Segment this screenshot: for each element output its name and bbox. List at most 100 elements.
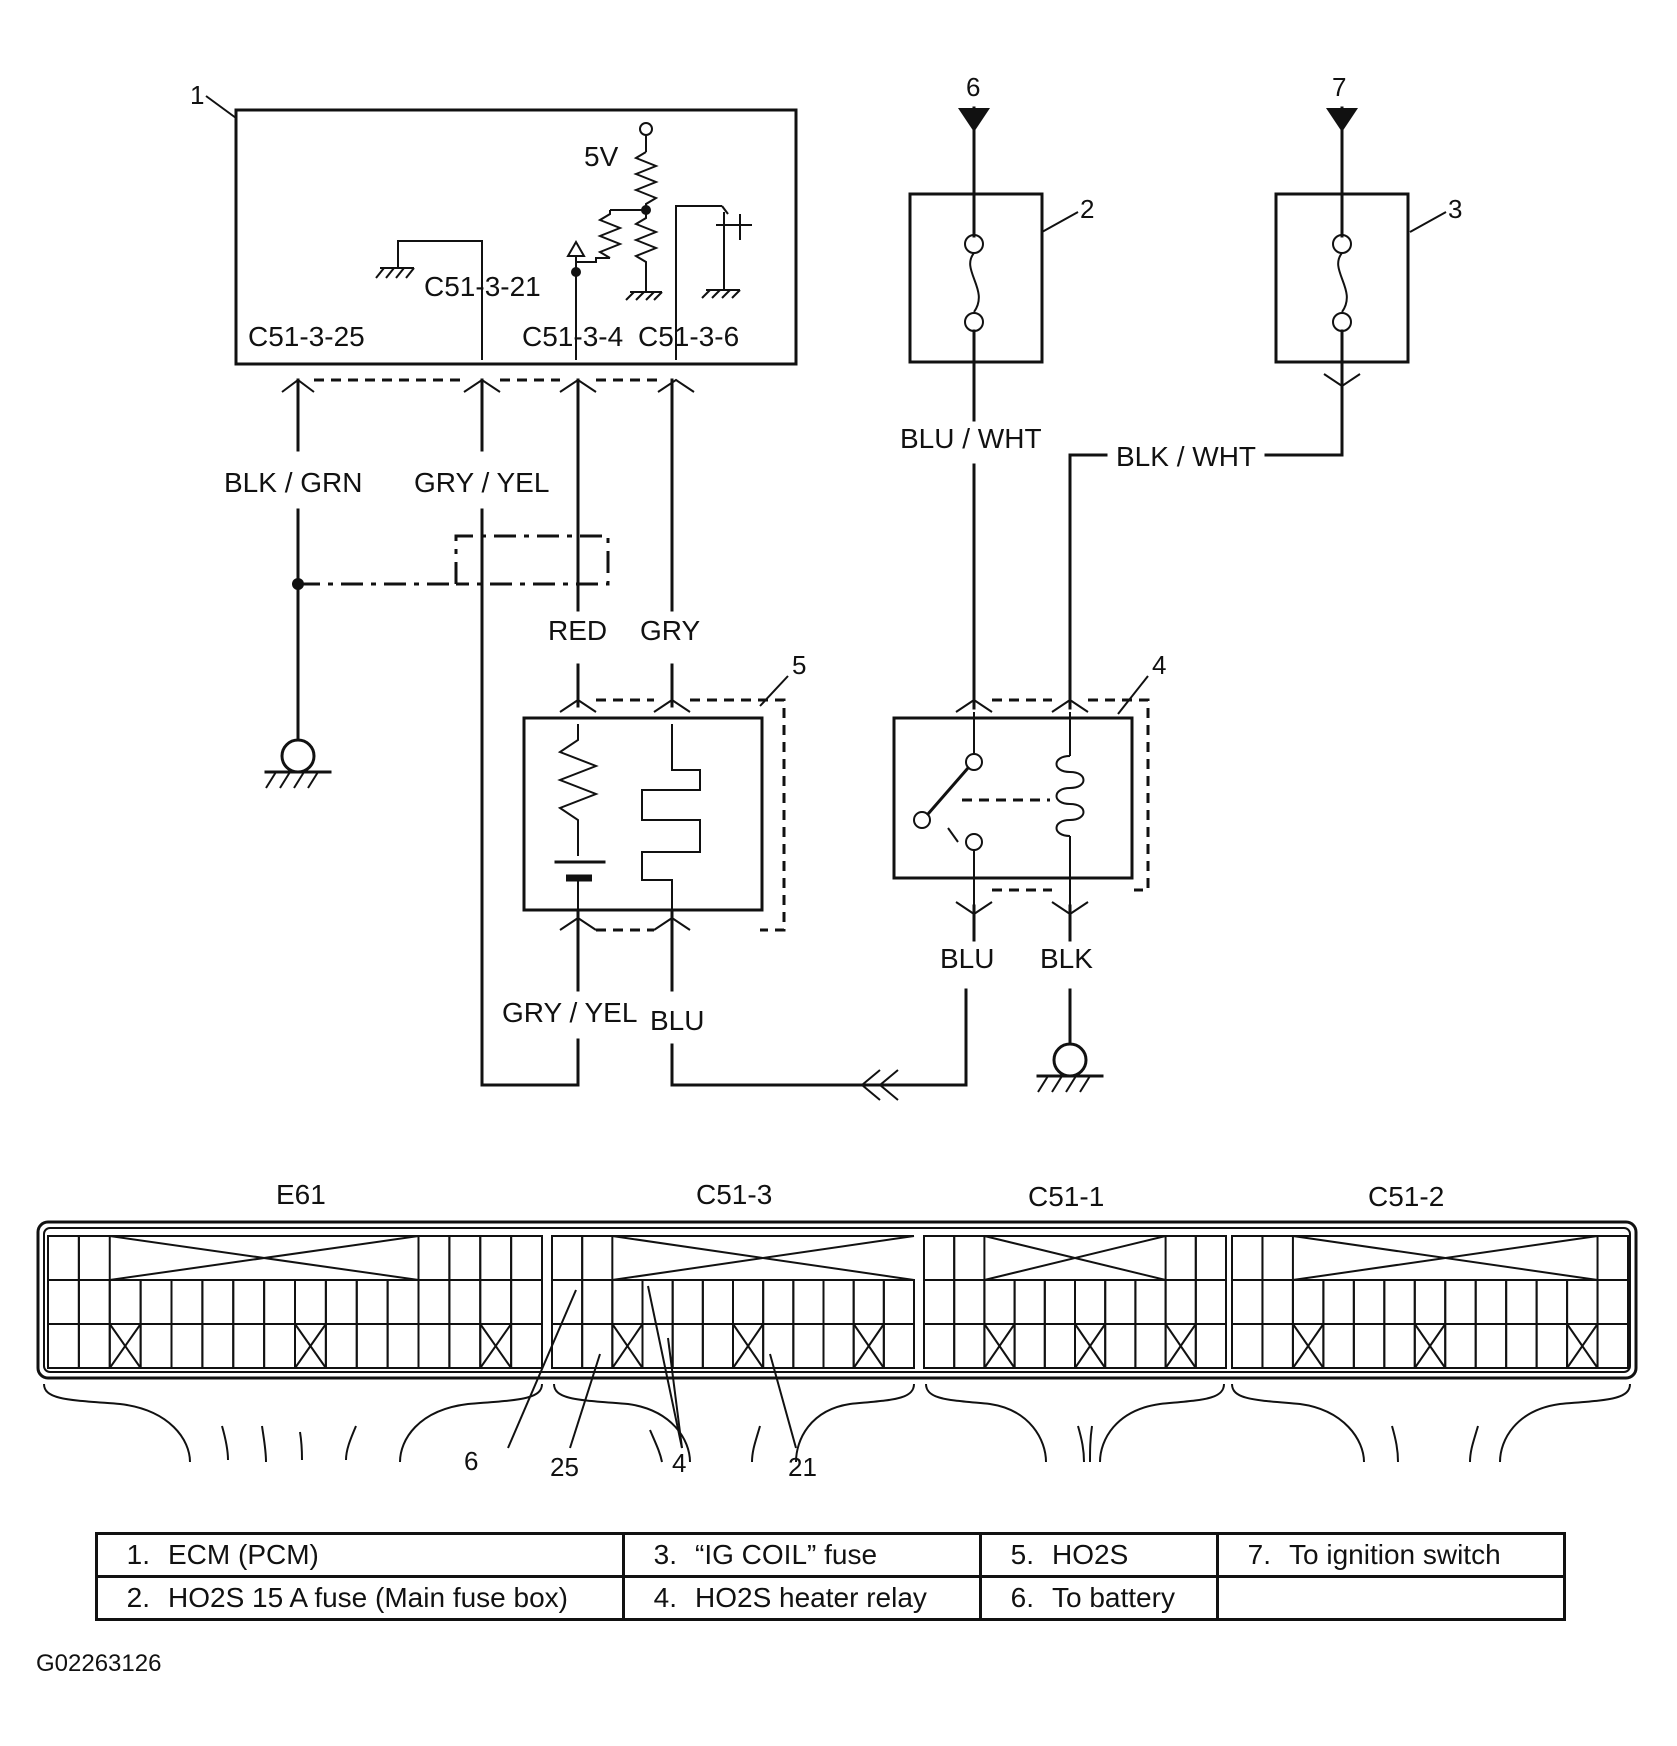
connector-cavity <box>417 1235 451 1281</box>
ecm-connector <box>281 378 695 393</box>
connector-cavity <box>232 1323 266 1369</box>
connector-cavity <box>581 1235 614 1281</box>
connector-cavity <box>1444 1323 1477 1369</box>
connector-cavity <box>1383 1323 1416 1369</box>
connector-cavity <box>324 1323 358 1369</box>
connector-cavity <box>479 1235 513 1281</box>
heater-relay: 4 BLU BLK <box>892 650 1166 1093</box>
connector-cavity <box>822 1279 855 1325</box>
legend-cell: 3.“IG COIL” fuse <box>622 1532 982 1578</box>
pin-callout-25: 25 <box>550 1452 579 1482</box>
connector-cavity <box>1194 1323 1228 1369</box>
connector-cavity <box>852 1279 885 1325</box>
connector-cavity <box>1566 1279 1599 1325</box>
legend-cell: 6.To battery <box>979 1575 1219 1621</box>
callout-3: 3 <box>1448 194 1462 224</box>
connector-cavity <box>510 1235 543 1281</box>
connector-cavity <box>953 1323 986 1369</box>
connector-cavity <box>1352 1323 1386 1369</box>
ecm-voltage-label: 5V <box>584 141 619 172</box>
wire-label-blk-wht: BLK / WHT <box>1116 441 1256 472</box>
ecm-terminal-label: C51-3-21 <box>424 271 541 302</box>
connector-cavity <box>581 1279 614 1325</box>
pin-callout-21: 21 <box>788 1452 817 1482</box>
connector-label-c51-1: C51-1 <box>1028 1181 1104 1212</box>
connector-cavity <box>232 1279 266 1325</box>
connector-cavity <box>1474 1323 1508 1369</box>
connector-cavity <box>1444 1279 1477 1325</box>
connector-cavity <box>701 1279 734 1325</box>
connector-cavity <box>1474 1279 1508 1325</box>
callout-2: 2 <box>1080 194 1094 224</box>
connector-cavity <box>1261 1279 1294 1325</box>
connector-cavity <box>77 1323 111 1369</box>
connector-cavity <box>294 1279 327 1325</box>
ecm-terminal-label: C51-3-25 <box>248 321 365 352</box>
legend-table: 1.ECM (PCM) 3.“IG COIL” fuse 5.HO2S 7.To… <box>95 1532 1566 1621</box>
connector-cavity <box>324 1279 358 1325</box>
connector-cavity <box>448 1323 482 1369</box>
connector-cavity <box>792 1323 825 1369</box>
connector-cavity <box>1291 1279 1325 1325</box>
connector-cavity <box>510 1279 543 1325</box>
connector-label-c51-3: C51-3 <box>696 1179 772 1210</box>
connector-cavity <box>953 1279 986 1325</box>
connector-cavity <box>170 1323 204 1369</box>
connector-cavity <box>47 1235 80 1281</box>
connector-cavity <box>1322 1279 1355 1325</box>
figure-id: G02263126 <box>36 1650 162 1677</box>
connector-cavity <box>417 1279 451 1325</box>
pin-callout-6: 6 <box>464 1446 478 1476</box>
connector-cavity <box>355 1279 389 1325</box>
legend-cell: 5.HO2S <box>979 1532 1219 1578</box>
connector-cavity <box>1596 1323 1629 1369</box>
connector-cavity <box>1164 1235 1197 1281</box>
connector-cavity <box>1505 1279 1538 1325</box>
connector-cavity <box>1104 1279 1137 1325</box>
connector-cavity <box>448 1279 482 1325</box>
wire-label-gry-yel-bottom: GRY / YEL <box>502 997 637 1028</box>
connector-cavity <box>77 1279 111 1325</box>
connector-cavity <box>882 1279 915 1325</box>
connector-cavity <box>1043 1323 1077 1369</box>
connector-cavity <box>701 1323 734 1369</box>
connector-cavity <box>1194 1235 1228 1281</box>
connector-label-c51-2: C51-2 <box>1368 1181 1444 1212</box>
connector-cavity <box>732 1279 765 1325</box>
legend-cell: 2.HO2S 15 A fuse (Main fuse box) <box>95 1575 625 1621</box>
connector-cavity <box>641 1279 674 1325</box>
connector-cavity <box>551 1235 584 1281</box>
connector-cavity <box>47 1279 80 1325</box>
connector-cavity <box>1104 1323 1137 1369</box>
connector-cavity <box>551 1323 584 1369</box>
connector-cavity <box>1596 1235 1629 1281</box>
connector-cavity <box>792 1279 825 1325</box>
connector-cavity <box>417 1323 451 1369</box>
wire-label-blu-sensor: BLU <box>650 1005 704 1036</box>
connector-label-e61: E61 <box>276 1179 326 1210</box>
wire-label-blk-grn: BLK / GRN <box>224 467 362 498</box>
connector-cavity <box>1322 1323 1355 1369</box>
connector-cavity <box>1043 1279 1077 1325</box>
connector-cavity <box>1535 1323 1569 1369</box>
wire-label-gry-yel-top: GRY / YEL <box>414 467 549 498</box>
connector-cavity <box>77 1235 111 1281</box>
connector-cavity <box>139 1279 173 1325</box>
connector-cavity <box>882 1323 915 1369</box>
connector-cavity <box>108 1279 142 1325</box>
pin-callout-4: 4 <box>672 1448 686 1478</box>
ig-coil-fuse: 7 3 BLK / WHT <box>1068 72 1462 710</box>
connector-cavity <box>1231 1323 1264 1369</box>
callout-4: 4 <box>1152 650 1166 680</box>
connector-cavity <box>1383 1279 1416 1325</box>
connector-cavity <box>170 1279 204 1325</box>
ho2s-fuse: 6 2 BLU / WHT <box>900 72 1094 710</box>
connector-cavity <box>671 1323 704 1369</box>
callout-1: 1 <box>190 80 204 110</box>
ecm-block: 1 5V C51-3-21 C51-3-25 C51-3- <box>190 80 798 366</box>
callout-5: 5 <box>792 650 806 680</box>
connector-cavity <box>1194 1279 1228 1325</box>
connector-cavity <box>983 1279 1016 1325</box>
wire-label-blu-wht: BLU / WHT <box>900 423 1042 454</box>
